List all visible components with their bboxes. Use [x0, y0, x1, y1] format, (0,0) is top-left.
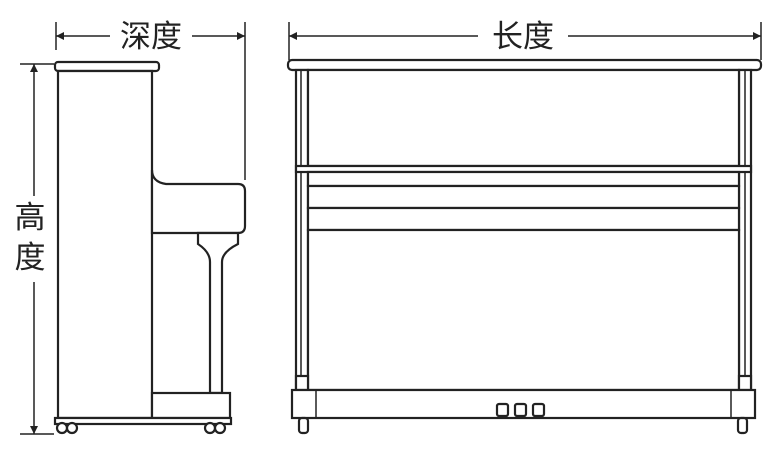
length-dimension: 长度: [288, 19, 762, 60]
front-keyslip: [306, 184, 741, 210]
front-left-toe: [294, 374, 310, 392]
side-cabinet: [56, 69, 154, 420]
front-caster-left: [297, 416, 310, 435]
height-arrow-bottom: [30, 426, 38, 434]
depth-dimension: 深度: [55, 19, 246, 180]
side-leg: [196, 231, 240, 395]
depth-arrow-left: [56, 32, 64, 40]
pedal-right: [531, 402, 546, 418]
length-arrow-left: [289, 32, 297, 40]
length-label: 长度: [492, 19, 554, 55]
side-caster-3: [203, 421, 217, 435]
piano-front-view: [286, 58, 763, 435]
side-plinth: [53, 416, 233, 426]
front-right-toe: [737, 374, 753, 392]
length-arrow-right: [753, 32, 761, 40]
height-label-bottom: 度: [15, 240, 46, 276]
front-caster-right: [736, 416, 749, 435]
side-caster-4: [213, 421, 227, 435]
front-keybed: [306, 206, 741, 232]
pedal-middle: [513, 402, 528, 418]
side-base: [150, 391, 232, 420]
pedal-left: [495, 402, 510, 418]
front-fallboard: [306, 170, 741, 188]
front-left-column: [294, 68, 310, 392]
side-lid: [53, 60, 161, 73]
height-arrow-top: [30, 64, 38, 72]
height-dimension: 高 度: [15, 63, 54, 435]
side-caster-1: [55, 421, 69, 435]
front-lid: [286, 58, 763, 72]
side-caster-2: [65, 421, 79, 435]
front-lower-panel: [306, 228, 741, 392]
height-label-top: 高: [15, 200, 46, 236]
front-upper-panel: [306, 68, 741, 168]
piano-side-view: [53, 60, 247, 435]
depth-label: 深度: [120, 19, 182, 55]
side-keybed: [150, 169, 247, 235]
depth-arrow-right: [237, 32, 245, 40]
